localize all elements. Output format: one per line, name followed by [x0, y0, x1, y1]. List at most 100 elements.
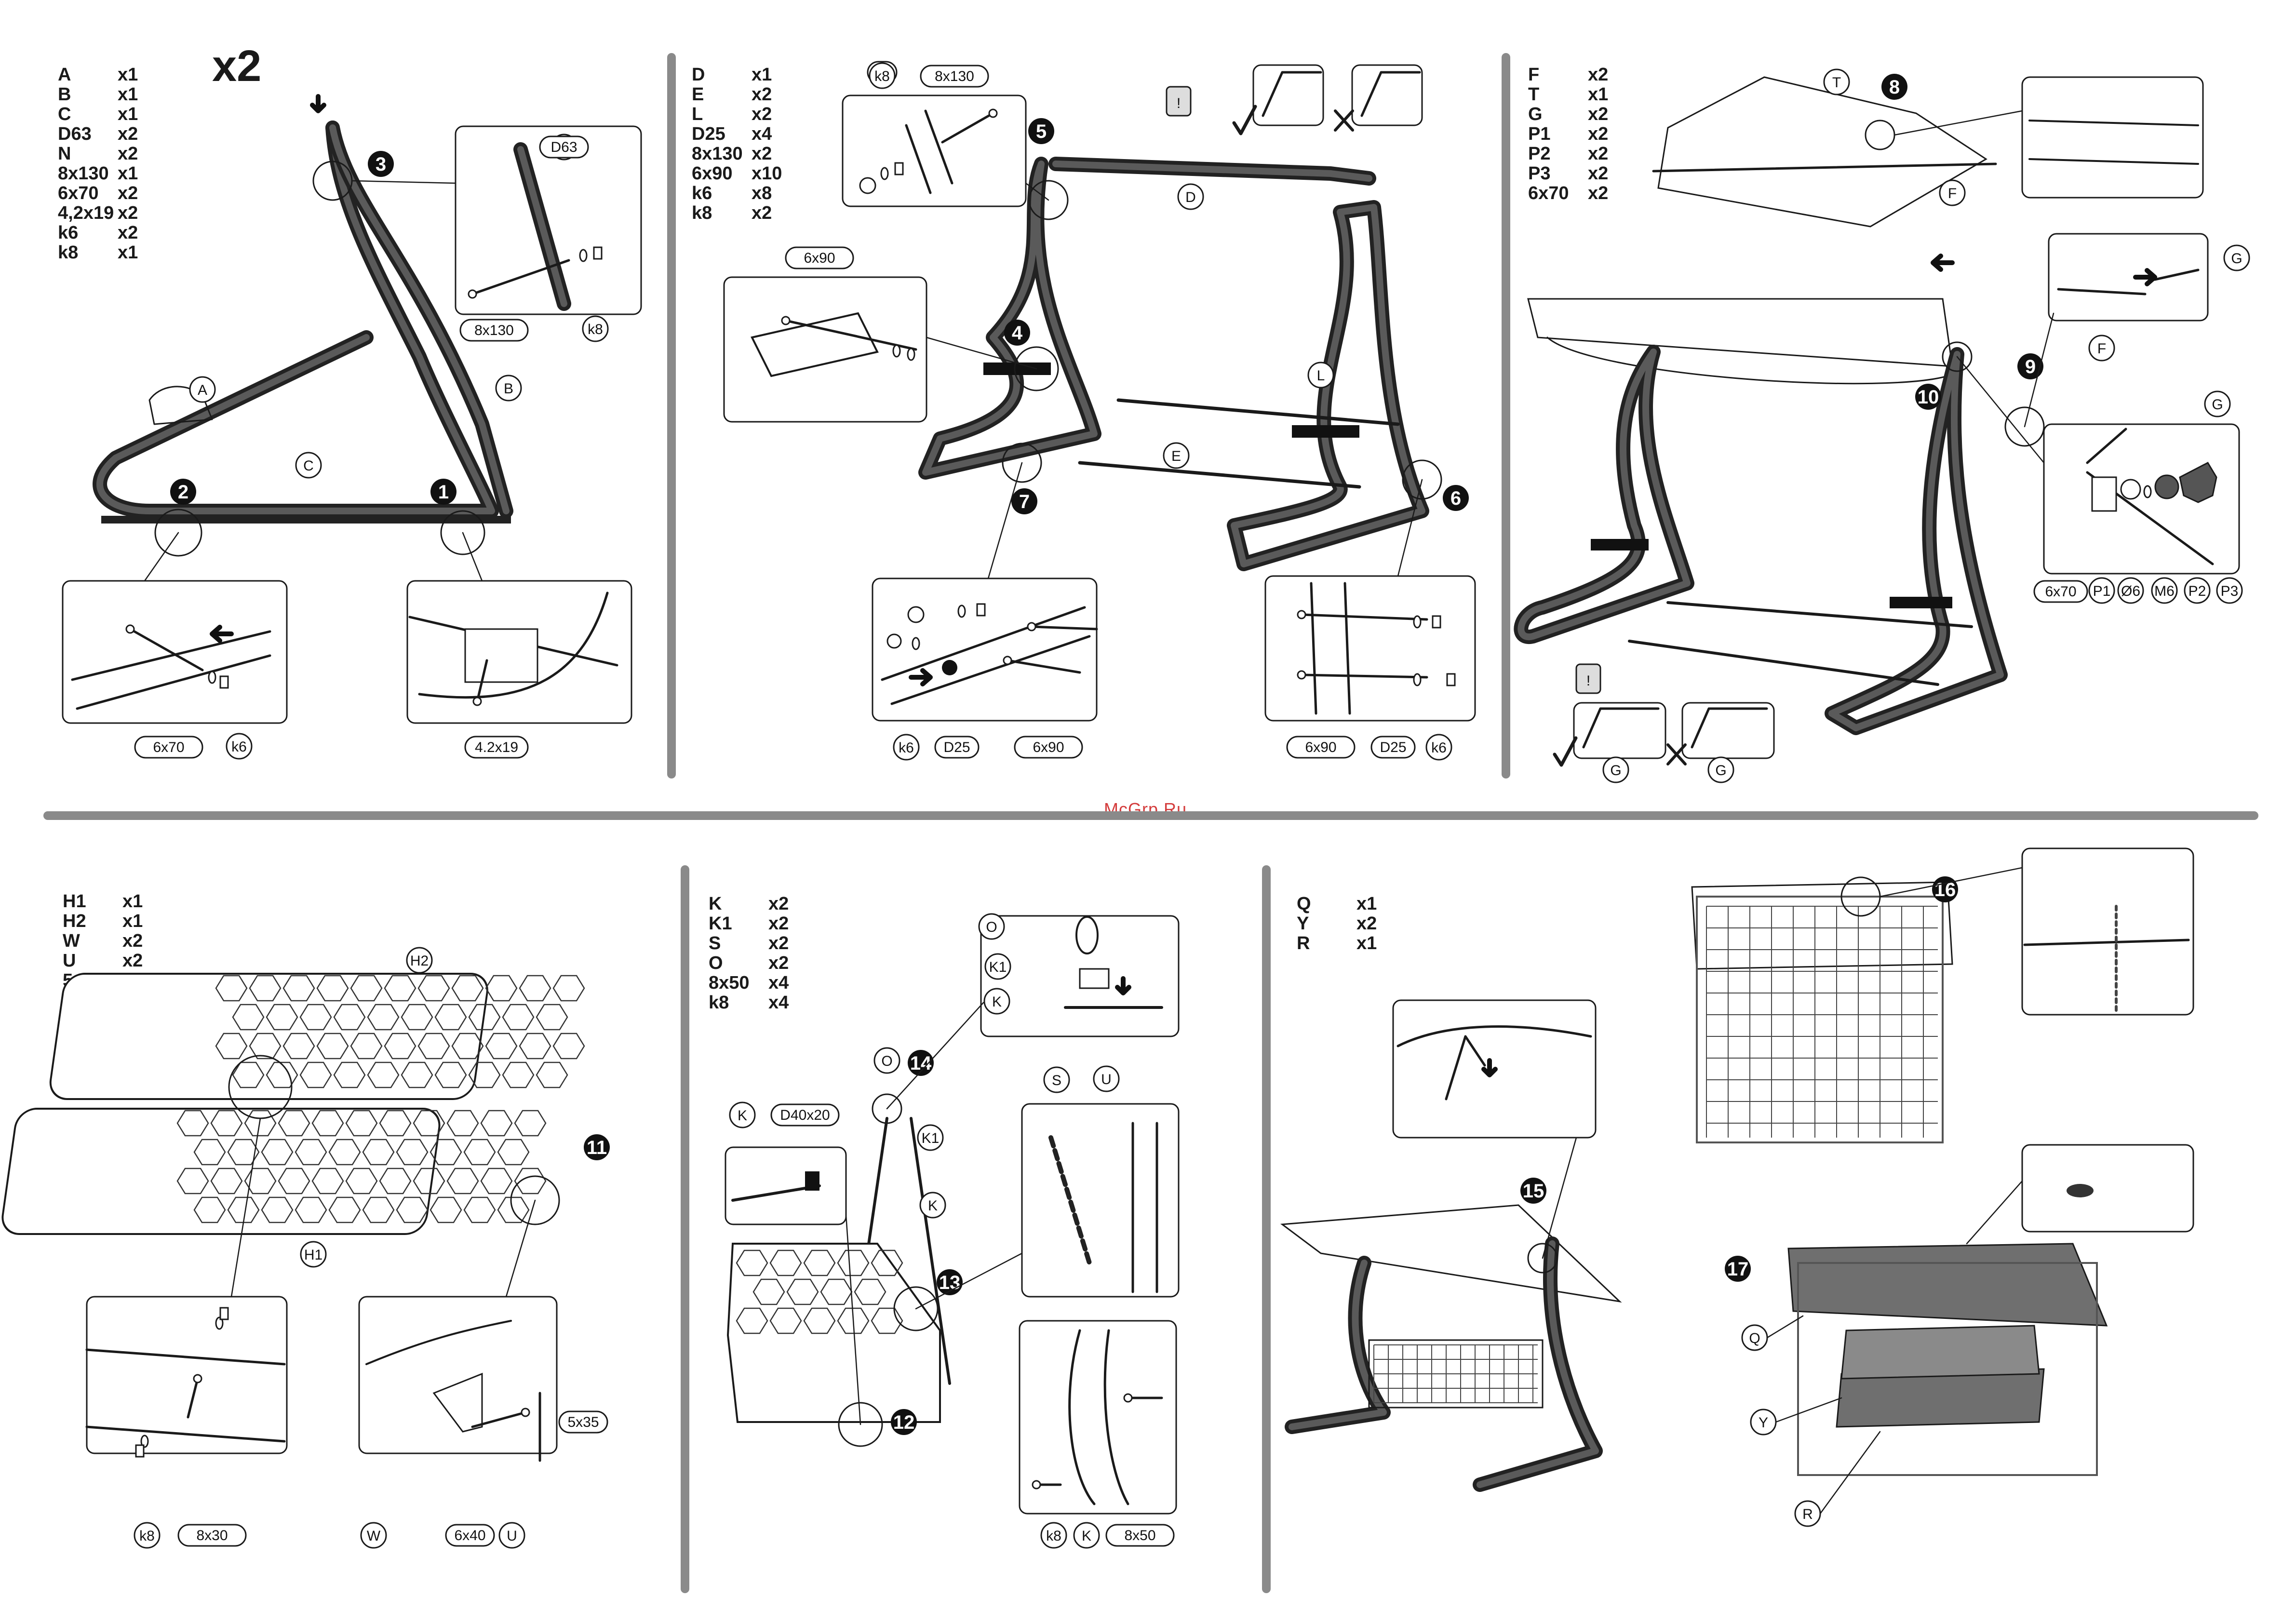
top-beam-tube-shine [1052, 161, 1372, 182]
hardware-label-pill [1286, 736, 1356, 759]
detail-box-step13 [1021, 1103, 1180, 1298]
mesh-cell [379, 1110, 412, 1137]
part-label-circle [2088, 335, 2115, 362]
double-quantity-mark: x2 [212, 41, 262, 91]
bolt-head-icon [193, 1374, 202, 1383]
part-label-text: k8 [874, 68, 890, 84]
part-label-circle [1163, 442, 1190, 469]
part-label-text: C [303, 458, 314, 474]
detail-box-mesh-bolt [86, 1296, 288, 1454]
hardware-label-pill [1370, 736, 1416, 759]
hardware-label-pill [134, 736, 203, 759]
part-quantity: x1 [122, 891, 143, 912]
step-number-text: 11 [587, 1137, 607, 1158]
leader-line [987, 462, 1023, 579]
leader-line [1025, 182, 1049, 201]
part-label-text: k8 [588, 322, 603, 337]
insert-arrow-icon [2133, 268, 2157, 286]
part-label-text: L [1317, 368, 1325, 384]
part-quantity: x2 [122, 951, 143, 971]
panel-divider [1262, 865, 1271, 1593]
leader-line [505, 1199, 536, 1298]
part-label-circle [2204, 390, 2231, 417]
part-label-text: K [928, 1198, 938, 1214]
mesh-cell [480, 1168, 513, 1195]
leader-line [1819, 1431, 1881, 1515]
bolt-icon [471, 259, 570, 295]
cap-icon [907, 606, 925, 623]
mesh-cell [820, 1278, 853, 1305]
step-number-text: 1 [438, 482, 449, 503]
leader-line [230, 1117, 261, 1298]
mesh-cell [434, 1061, 467, 1088]
part-label-text: E [1171, 448, 1181, 464]
washer-icon [912, 637, 920, 650]
part-label-circle [495, 375, 522, 402]
part-label-text: k6 [231, 739, 247, 755]
part-quantity: x1 [122, 911, 143, 931]
bolt-head-icon [1032, 1480, 1041, 1490]
part-code: 8x130 [692, 144, 743, 164]
net-mesh-icon [1706, 906, 1938, 1138]
part-label-text: U [1101, 1072, 1112, 1087]
step-number-badge [908, 1050, 934, 1076]
part-label-circle [2088, 577, 2115, 604]
bolt-icon [129, 628, 204, 671]
leader-line [1966, 1180, 2023, 1245]
part-label-text: A [198, 382, 207, 398]
nut-icon [135, 1444, 145, 1458]
canopy-corner-icon [1262, 71, 1322, 117]
bolt-icon [471, 1411, 527, 1428]
panel-divider [681, 865, 689, 1593]
mesh-cell [552, 975, 585, 1002]
tube-outline [2057, 268, 2200, 295]
spacer-d25-icon [942, 660, 957, 675]
bolt-head-icon [521, 1408, 530, 1417]
mesh-cell [430, 1139, 462, 1166]
part-label-circle [189, 376, 216, 403]
part-code: K1 [709, 913, 732, 934]
mesh-cell [261, 1196, 294, 1223]
mesh-cell [786, 1278, 819, 1305]
nut-icon [894, 162, 904, 175]
hardware-label-pill [558, 1410, 608, 1434]
detail-box-incorrect [1681, 702, 1775, 759]
part-quantity: x1 [118, 84, 138, 105]
part-label-text: T [1832, 75, 1841, 91]
mesh-cell [468, 1004, 501, 1031]
detail-callout-circle [1402, 459, 1442, 500]
leader-line [1766, 1315, 1804, 1339]
mesh-cell [266, 1004, 298, 1031]
canopy-corner-icon [1691, 707, 1768, 749]
part-label-text: P3 [2221, 583, 2239, 599]
leader-line [2024, 312, 2054, 428]
detail-box-tie [2021, 1144, 2194, 1233]
canopy-corner-icon [1360, 71, 1421, 117]
detail-callout-circle [1527, 1243, 1558, 1274]
canopy-fabric-icon [1657, 76, 1987, 228]
bolt-head-icon [1027, 622, 1036, 631]
part-code: O [709, 953, 723, 973]
plug-icon [805, 1171, 819, 1191]
seat-mesh-h1 [176, 1110, 547, 1223]
part-label-text: B [504, 381, 513, 397]
mesh-cell [854, 1278, 886, 1305]
bolt-head-icon [781, 316, 791, 325]
final-net-icon [1797, 1262, 2098, 1476]
part-code: E [692, 84, 704, 105]
part-quantity: x4 [752, 124, 772, 144]
part-code: P2 [1528, 144, 1551, 164]
correct-check-icon [1232, 105, 1257, 135]
part-label-text: M6 [2154, 583, 2175, 599]
part-quantity: x2 [1588, 104, 1609, 124]
seat-panel-h1 [1, 1108, 441, 1235]
mesh-cell [249, 975, 282, 1002]
washer-icon [892, 344, 901, 358]
